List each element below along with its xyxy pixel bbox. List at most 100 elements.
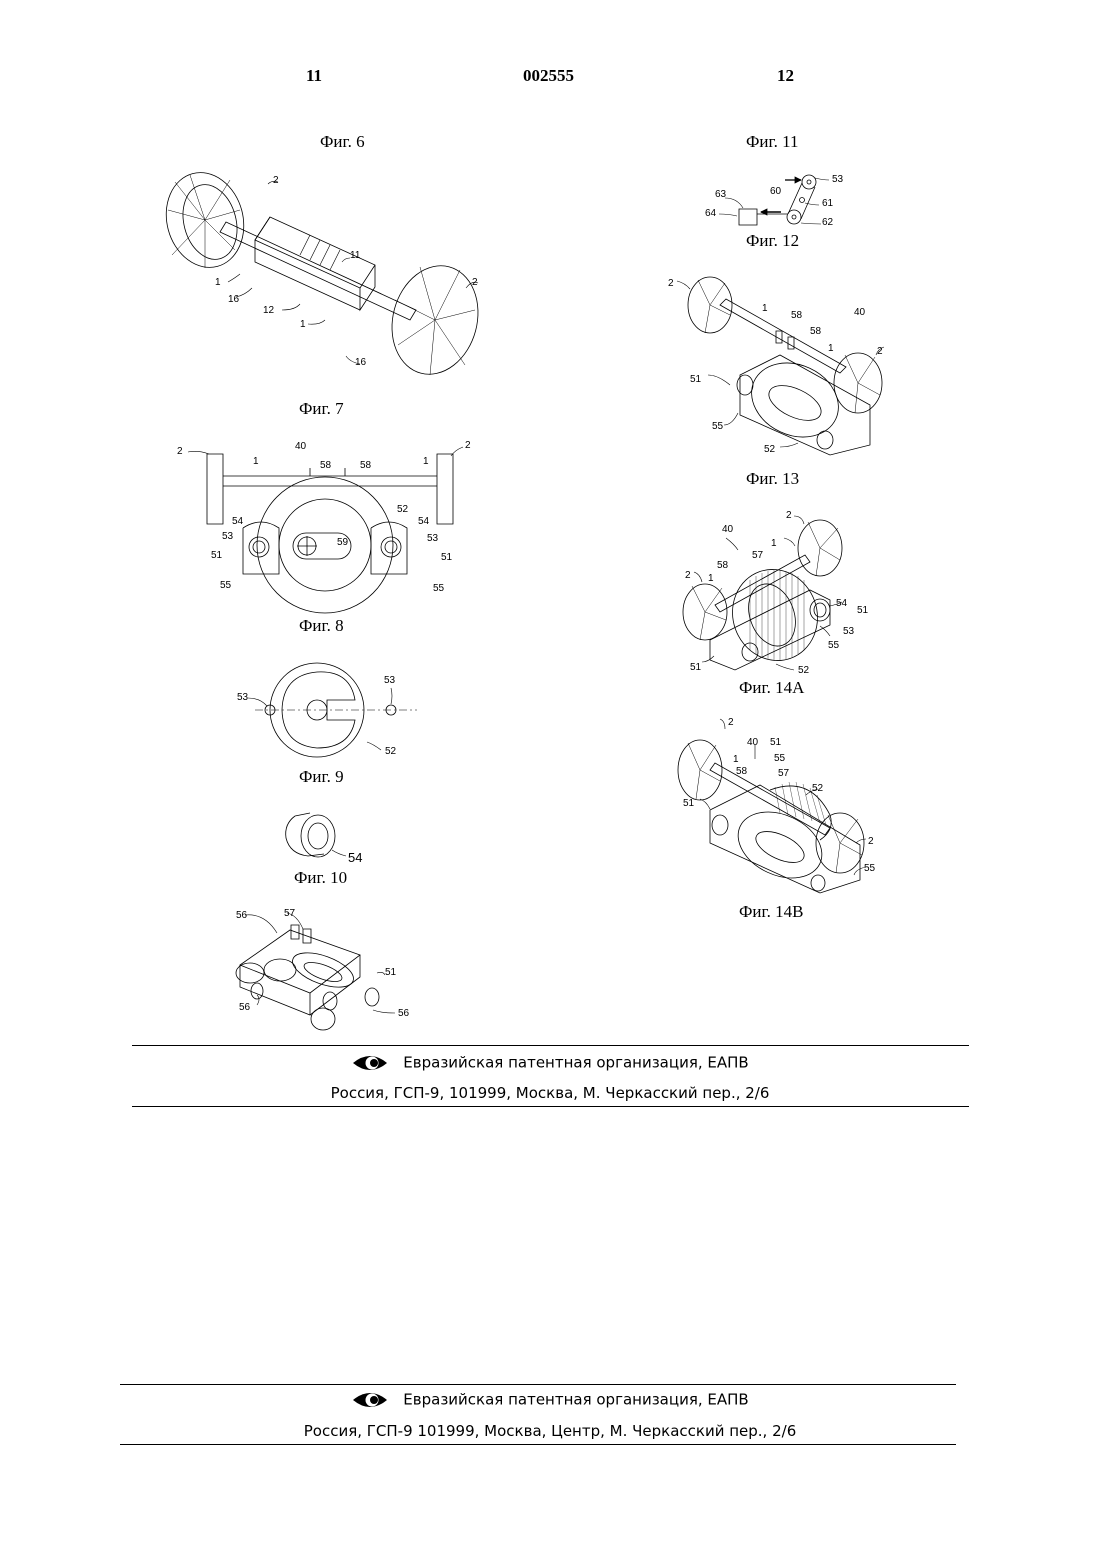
fig8-label-55-left: 55 bbox=[220, 580, 231, 591]
fig9-label-53-right: 53 bbox=[384, 675, 395, 686]
fig14a-label-55: 55 bbox=[828, 640, 839, 651]
caption-fig7: Фиг. 7 bbox=[299, 399, 344, 419]
fig14a-label-1-top: 1 bbox=[771, 538, 777, 549]
fig8-label-59: 59 bbox=[337, 537, 348, 548]
fig14a-label-2-top: 2 bbox=[786, 510, 792, 521]
fig14b-label-2-top: 2 bbox=[728, 717, 734, 728]
fig7-label-11: 11 bbox=[350, 250, 360, 261]
fig7-label-2-left: 2 bbox=[273, 175, 279, 186]
fig8-label-54-left: 54 bbox=[232, 516, 243, 527]
fig14a-label-57: 57 bbox=[752, 550, 763, 561]
caption-fig8: Фиг. 8 bbox=[299, 616, 344, 636]
fig14a-label-54: 54 bbox=[836, 598, 847, 609]
fig14b-label-2-right: 2 bbox=[868, 836, 874, 847]
fig13-label-51: 51 bbox=[690, 374, 701, 385]
fig14a-label-58: 58 bbox=[717, 560, 728, 571]
fig12-label-63: 63 bbox=[715, 189, 726, 200]
caption-fig10: Фиг. 10 bbox=[294, 868, 347, 888]
eapo-eye-logo-icon bbox=[351, 1389, 389, 1411]
fig12-label-62: 62 bbox=[822, 217, 833, 228]
fig8-label-1-right: 1 bbox=[423, 456, 429, 467]
fig14a-label-1-left: 1 bbox=[708, 573, 714, 584]
fig11-label-56-left: 56 bbox=[239, 1002, 250, 1013]
fig14a-label-51-left: 51 bbox=[690, 662, 701, 673]
fig7-label-1-right: 1 bbox=[300, 319, 306, 330]
fig14a-label-2-left: 2 bbox=[685, 570, 691, 581]
fig8-label-51-left: 51 bbox=[211, 550, 222, 561]
footer1-org-text: Евразийская патентная организация, ЕАПВ bbox=[403, 1054, 748, 1072]
patent-number: 002555 bbox=[523, 66, 574, 86]
fig14b-label-51-top: 51 bbox=[770, 737, 781, 748]
fig13-label-1-left: 1 bbox=[762, 303, 768, 314]
caption-fig13: Фиг. 13 bbox=[746, 469, 799, 489]
fig8-label-2-right: 2 bbox=[465, 440, 471, 451]
fig14a-label-52: 52 bbox=[798, 665, 809, 676]
fig12-label-53: 53 bbox=[832, 174, 843, 185]
fig7-label-2-right: 2 bbox=[472, 277, 478, 288]
caption-fig6: Фиг. 6 bbox=[320, 132, 365, 152]
fig8-label-51-right: 51 bbox=[441, 552, 452, 563]
figure-14a-drawing bbox=[680, 510, 870, 675]
footer2-org-text: Евразийская патентная организация, ЕАПВ bbox=[403, 1391, 748, 1409]
fig13-label-58-top: 58 bbox=[791, 310, 802, 321]
footer2-address: Россия, ГСП-9 101999, Москва, Центр, М. … bbox=[0, 1422, 1100, 1440]
fig12-label-60: 60 bbox=[770, 186, 781, 197]
fig11-label-51: 51 bbox=[385, 967, 396, 978]
fig14b-label-57: 57 bbox=[778, 768, 789, 779]
footer1-bottom-rule bbox=[132, 1106, 969, 1107]
fig11-label-57: 57 bbox=[284, 908, 295, 919]
fig14b-label-51-left: 51 bbox=[683, 798, 694, 809]
figure-11-drawing bbox=[225, 915, 395, 1035]
fig12-label-61: 61 bbox=[822, 198, 833, 209]
fig11-label-56: 56 bbox=[398, 1008, 409, 1019]
fig8-label-58-right: 58 bbox=[360, 460, 371, 471]
fig8-label-58-left: 58 bbox=[320, 460, 331, 471]
figure-7-drawing bbox=[160, 170, 500, 395]
fig7-label-16-right: 16 bbox=[355, 357, 366, 368]
caption-fig11: Фиг. 11 bbox=[746, 132, 798, 152]
fig10-label-54: 54 bbox=[348, 850, 362, 865]
footer2-org-line: Евразийская патентная организация, ЕАПВ bbox=[0, 1389, 1100, 1411]
fig13-label-58: 58 bbox=[810, 326, 821, 337]
fig8-label-55-right: 55 bbox=[433, 583, 444, 594]
footer2-bottom-rule bbox=[120, 1444, 956, 1445]
fig7-label-1-left: 1 bbox=[215, 277, 221, 288]
fig14b-label-58: 58 bbox=[736, 766, 747, 777]
fig9-label-52: 52 bbox=[385, 746, 396, 757]
fig11-label-56-top: 56 bbox=[236, 910, 247, 921]
fig12-label-64: 64 bbox=[705, 208, 716, 219]
fig7-label-16-left: 16 bbox=[228, 294, 239, 305]
fig8-label-52: 52 bbox=[397, 504, 408, 515]
fig14b-label-55-right: 55 bbox=[864, 863, 875, 874]
fig14b-label-55-top: 55 bbox=[774, 753, 785, 764]
fig14a-label-51-right: 51 bbox=[857, 605, 868, 616]
fig14a-label-40: 40 bbox=[722, 524, 733, 535]
fig8-label-53-right: 53 bbox=[427, 533, 438, 544]
fig8-label-53-left: 53 bbox=[222, 531, 233, 542]
footer1-top-rule bbox=[132, 1045, 969, 1046]
eapo-eye-logo-icon bbox=[351, 1052, 389, 1074]
fig8-label-54-right: 54 bbox=[418, 516, 429, 527]
caption-fig12: Фиг. 12 bbox=[746, 231, 799, 251]
footer2-top-rule bbox=[120, 1384, 956, 1385]
figure-13-drawing bbox=[680, 275, 890, 465]
fig13-label-52: 52 bbox=[764, 444, 775, 455]
fig14b-label-52: 52 bbox=[812, 783, 823, 794]
fig8-label-1-left: 1 bbox=[253, 456, 259, 467]
fig13-label-2-right: 2 bbox=[877, 346, 883, 357]
figure-8-drawing bbox=[195, 448, 465, 613]
figure-10-drawing bbox=[280, 808, 350, 860]
footer1-address: Россия, ГСП-9, 101999, Москва, М. Черкас… bbox=[0, 1084, 1100, 1102]
footer1-org-line: Евразийская патентная организация, ЕАПВ bbox=[0, 1052, 1100, 1074]
fig13-label-40: 40 bbox=[854, 307, 865, 318]
page-number-left: 11 bbox=[306, 66, 322, 86]
caption-fig14b: Фиг. 14В bbox=[739, 902, 803, 922]
fig13-label-1-right: 1 bbox=[828, 343, 834, 354]
fig13-label-2-left: 2 bbox=[668, 278, 674, 289]
fig13-label-55: 55 bbox=[712, 421, 723, 432]
fig14b-label-40: 40 bbox=[747, 737, 758, 748]
page-number-right: 12 bbox=[777, 66, 794, 86]
caption-fig14a: Фиг. 14А bbox=[739, 678, 804, 698]
caption-fig9: Фиг. 9 bbox=[299, 767, 344, 787]
fig9-label-53-left: 53 bbox=[237, 692, 248, 703]
